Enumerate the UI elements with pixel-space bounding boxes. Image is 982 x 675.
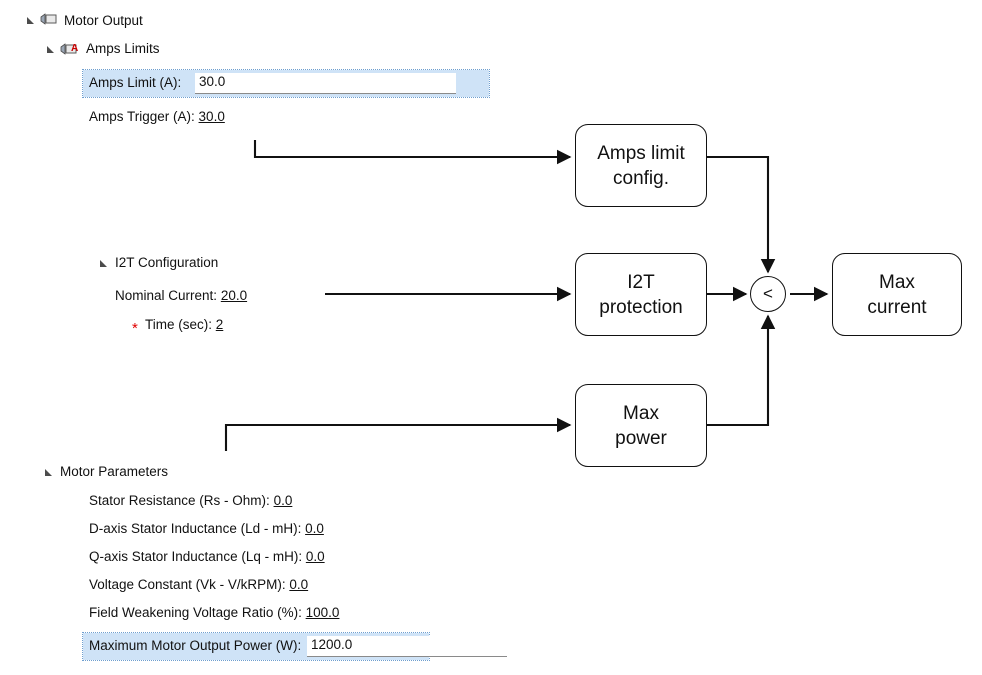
expanded-triangle-icon[interactable] (46, 45, 55, 54)
motor-icon (40, 13, 57, 26)
max-motor-output-power-label: Maximum Motor Output Power (W): (89, 638, 302, 653)
amps-limit-input[interactable]: 30.0 (195, 73, 456, 94)
field-weakening-label: Field Weakening Voltage Ratio (%): (89, 605, 302, 620)
flow-box-i2t-protection-line2: protection (599, 296, 683, 318)
nominal-current-label: Nominal Current: (115, 288, 218, 303)
time-label: Time (sec): (145, 317, 212, 332)
flow-junction-min-selector[interactable]: < (750, 276, 786, 312)
stator-resistance-label: Stator Resistance (Rs - Ohm): (89, 493, 270, 508)
max-motor-output-power-value: 1200.0 (311, 637, 353, 652)
property-tree: Motor Output A Amps Limits Amps Limit (A… (26, 13, 507, 661)
amps-trigger-row[interactable]: Amps Trigger (A): 30.0 (89, 109, 225, 125)
time-value[interactable]: 2 (215, 317, 224, 332)
voltage-constant-value[interactable]: 0.0 (289, 577, 309, 592)
flow-box-max-power-line1: Max (623, 402, 659, 424)
nominal-current-row[interactable]: Nominal Current: 20.0 (115, 288, 247, 304)
d-axis-inductance-row[interactable]: D-axis Stator Inductance (Ld - mH): 0.0 (89, 521, 324, 537)
flow-box-amps-limit-config[interactable]: Amps limit config. (575, 124, 707, 207)
expanded-triangle-icon[interactable] (44, 468, 53, 477)
expanded-triangle-icon[interactable] (26, 16, 35, 25)
tree-node-i2t-configuration-label: I2T Configuration (115, 255, 219, 270)
stator-resistance-row[interactable]: Stator Resistance (Rs - Ohm): 0.0 (89, 493, 292, 509)
flow-box-max-current-line1: Max (879, 271, 915, 293)
field-weakening-row[interactable]: Field Weakening Voltage Ratio (%): 100.0 (89, 605, 339, 621)
expanded-triangle-icon[interactable] (99, 259, 108, 268)
tree-node-motor-output-label: Motor Output (64, 13, 143, 28)
stator-resistance-value[interactable]: 0.0 (273, 493, 293, 508)
motor-amps-icon: A (60, 42, 80, 56)
flow-box-amps-limit-config-line2: config. (613, 167, 669, 189)
flow-box-max-current[interactable]: Max current (832, 253, 962, 336)
q-axis-inductance-row[interactable]: Q-axis Stator Inductance (Lq - mH): 0.0 (89, 549, 325, 565)
flow-junction-symbol: < (763, 284, 773, 303)
flow-box-max-power-line2: power (615, 427, 667, 449)
svg-text:A: A (71, 43, 78, 54)
voltage-constant-label: Voltage Constant (Vk - V/kRPM): (89, 577, 286, 592)
amps-trigger-value[interactable]: 30.0 (198, 109, 225, 124)
amps-trigger-label: Amps Trigger (A): (89, 109, 195, 124)
d-axis-inductance-value[interactable]: 0.0 (305, 521, 324, 536)
max-motor-output-power-row[interactable]: Maximum Motor Output Power (W): 1200.0 (82, 632, 507, 661)
q-axis-inductance-value[interactable]: 0.0 (305, 549, 325, 564)
flow-box-amps-limit-config-line1: Amps limit (597, 142, 685, 164)
tree-node-motor-parameters-label: Motor Parameters (60, 464, 169, 479)
time-row[interactable]: * Time (sec): 2 (132, 317, 224, 336)
tree-node-amps-limits-label: Amps Limits (86, 41, 160, 56)
nominal-current-value[interactable]: 20.0 (220, 288, 248, 303)
amps-limit-value: 30.0 (199, 74, 226, 89)
flow-box-max-power[interactable]: Max power (575, 384, 707, 467)
field-weakening-value[interactable]: 100.0 (305, 605, 340, 620)
d-axis-inductance-label: D-axis Stator Inductance (Ld - mH): (89, 521, 302, 536)
flow-box-i2t-protection[interactable]: I2T protection (575, 253, 707, 336)
flow-box-max-current-line2: current (867, 296, 927, 318)
amps-limit-label: Amps Limit (A): (89, 75, 182, 90)
voltage-constant-row[interactable]: Voltage Constant (Vk - V/kRPM): 0.0 (89, 577, 308, 593)
max-motor-output-power-input[interactable]: 1200.0 (307, 636, 507, 657)
flow-box-i2t-protection-line1: I2T (627, 271, 655, 293)
required-marker-icon: * (132, 320, 138, 337)
q-axis-inductance-label: Q-axis Stator Inductance (Lq - mH): (89, 549, 303, 564)
amps-limit-row[interactable]: Amps Limit (A): 30.0 (82, 69, 490, 98)
